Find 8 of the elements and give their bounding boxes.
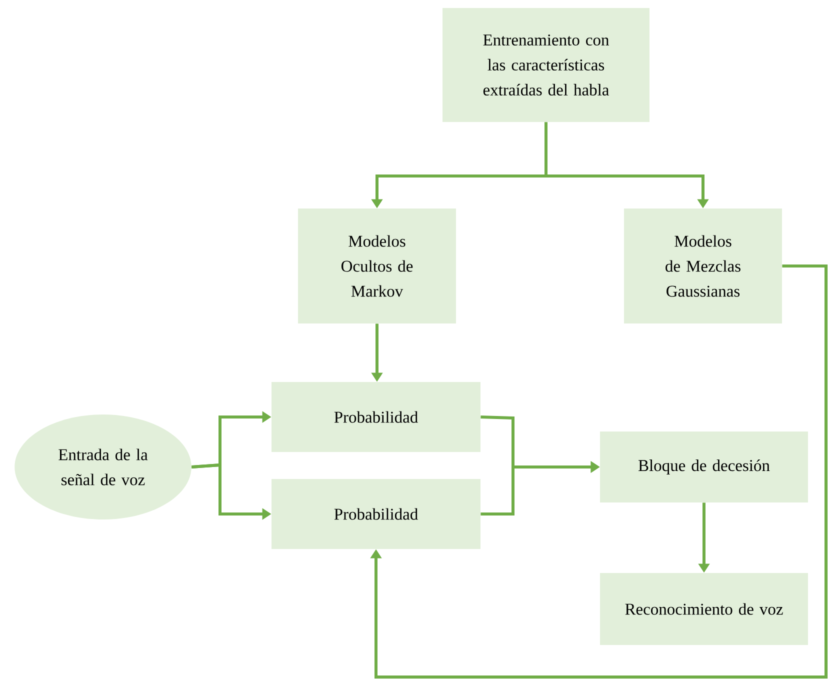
process-box: Reconocimiento de voz bbox=[600, 573, 808, 645]
process-box: Entrenamiento con las características extraídas del habla bbox=[442, 8, 650, 122]
process-box: Modelos Ocultos de Markov bbox=[298, 208, 456, 324]
process-box: Bloque de decesión bbox=[600, 432, 808, 502]
process-box: Modelos de Mezclas Gaussianas bbox=[624, 208, 782, 324]
process-box: Probabilidad bbox=[272, 382, 480, 452]
process-box: Probabilidad bbox=[272, 479, 480, 549]
arrow bbox=[370, 264, 828, 678]
